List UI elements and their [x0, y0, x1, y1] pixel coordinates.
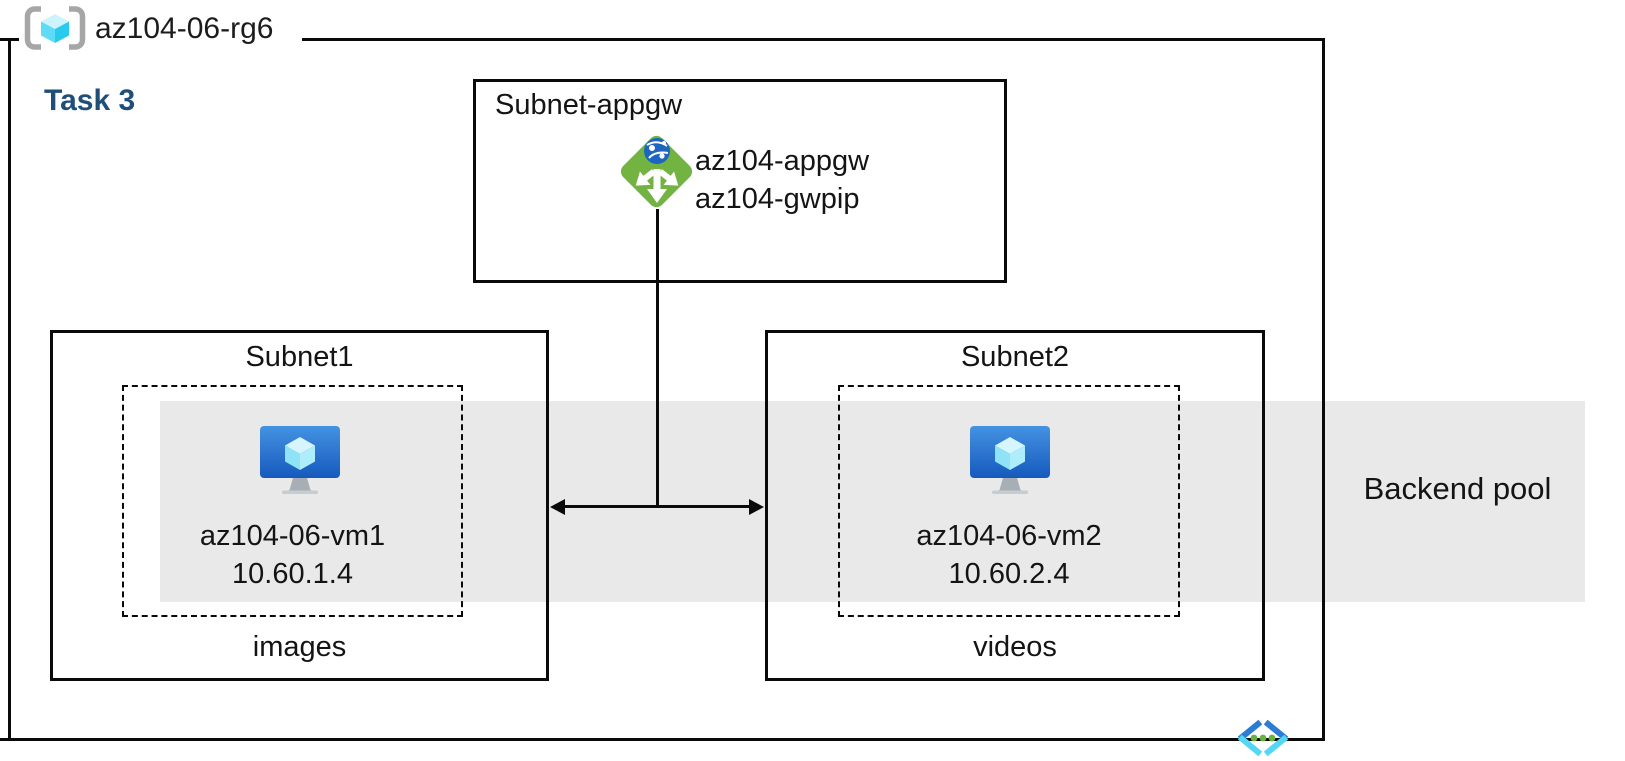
resource-group-icon: [24, 5, 86, 51]
appgw-public-ip-label: az104-gwpip: [695, 183, 860, 215]
backend-pool-label: Backend pool: [1363, 471, 1552, 506]
vm2-labels: az104-06-vm2 10.60.2.4: [838, 517, 1180, 593]
virtual-machine-icon: [968, 424, 1052, 496]
subnet1-box: [50, 330, 549, 681]
resource-group-border-bottom: [0, 738, 1325, 741]
application-gateway-icon: [618, 129, 696, 213]
resource-group-name: az104-06-rg6: [95, 12, 274, 45]
subnet2-box: [765, 330, 1265, 681]
subnet1-caption: images: [252, 631, 347, 663]
backend-pool-band: [160, 401, 1585, 602]
resource-group-border-top: [302, 38, 1325, 41]
virtual-machine-icon: [258, 424, 342, 496]
arrowhead-to-subnet2: [749, 499, 764, 515]
task-label: Task 3: [44, 84, 136, 117]
subnet2-title: Subnet2: [960, 341, 1070, 373]
subnet2-backend-dashed-box: [838, 385, 1180, 617]
virtual-network-icon: [1236, 719, 1290, 757]
subnet1-title: Subnet1: [245, 341, 354, 373]
subnet-appgw-title: Subnet-appgw: [495, 89, 683, 121]
appgw-name-label: az104-appgw: [695, 145, 870, 177]
vm1-name: az104-06-vm1: [199, 520, 386, 552]
subnet-appgw-box: [473, 79, 1007, 283]
resource-group-border-left: [8, 38, 11, 741]
subnet1-backend-dashed-box: [122, 385, 463, 617]
resource-group-border-right: [1322, 38, 1325, 741]
vm2-ip: 10.60.2.4: [948, 558, 1070, 590]
gateway-connector-line: [656, 209, 659, 508]
vm2-name: az104-06-vm2: [916, 520, 1102, 552]
subnet-connector-line: [563, 505, 751, 508]
arrowhead-to-subnet1: [550, 499, 565, 515]
vm1-labels: az104-06-vm1 10.60.1.4: [122, 517, 463, 593]
vm1-ip: 10.60.1.4: [232, 558, 353, 590]
subnet2-caption: videos: [973, 631, 1057, 663]
